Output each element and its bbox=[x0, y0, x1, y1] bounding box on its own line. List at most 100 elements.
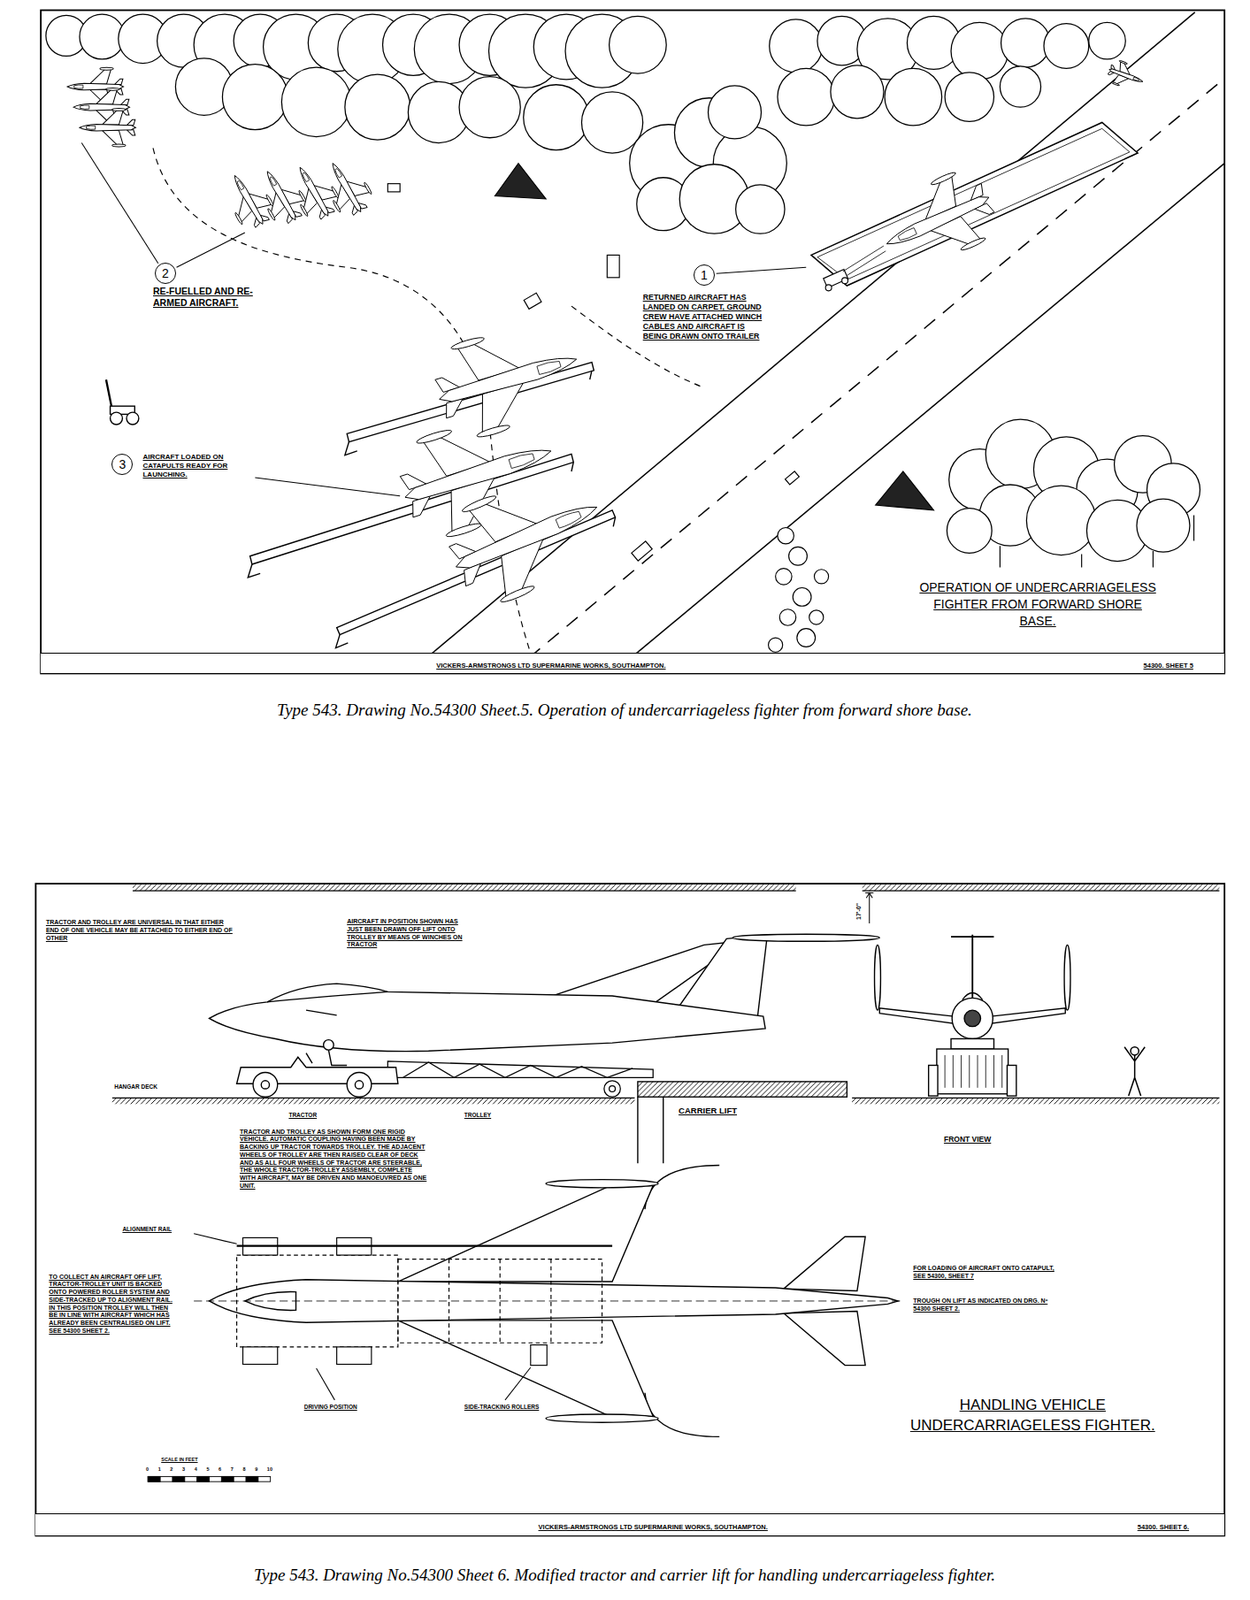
rock-pile bbox=[813, 569, 829, 584]
winch-trailer bbox=[843, 245, 886, 276]
dimension-label-box: 17'-0" bbox=[855, 903, 864, 921]
trolley bbox=[387, 1061, 653, 1078]
part-label: HANGAR DECK bbox=[114, 1083, 178, 1091]
tree-cluster bbox=[609, 15, 668, 74]
aircraft-front-view bbox=[944, 1055, 1003, 1089]
tractor-trolley-plan bbox=[337, 1347, 372, 1366]
aircraft-front-view bbox=[874, 944, 882, 1011]
drawing-note-box: TO COLLECT AN AIRCRAFT OFF LIFT, TRACTOR… bbox=[48, 1273, 174, 1336]
sheet-title-box: HANDLING VEHICLE UNDERCARRIAGELESS FIGHT… bbox=[879, 1395, 1186, 1437]
figure-caption-box: Type 543. Drawing No.54300 Sheet.5. Oper… bbox=[38, 699, 1212, 721]
scale-bar bbox=[221, 1476, 234, 1482]
catapult-rail bbox=[335, 517, 615, 649]
tree-cluster bbox=[281, 67, 351, 137]
aircraft-front-view bbox=[928, 1065, 938, 1097]
tree-cluster bbox=[523, 84, 590, 151]
hangar-ceiling bbox=[132, 884, 1220, 891]
figure-caption: Type 543. Drawing No.54300 Sheet 6. Modi… bbox=[38, 1564, 1212, 1587]
callout-number: 3 bbox=[119, 458, 127, 471]
tree-trunks bbox=[999, 515, 1194, 568]
catapult-rail bbox=[345, 370, 592, 456]
aircraft-plan-view bbox=[193, 1165, 904, 1438]
sheet-number: 54300. SHEET 6. bbox=[1137, 1524, 1189, 1532]
callout-circle: 1 bbox=[693, 264, 715, 286]
catapult-rail bbox=[247, 362, 615, 649]
aircraft bbox=[79, 108, 136, 147]
aircraft-front-view bbox=[936, 1049, 1009, 1095]
aircraft-side-view bbox=[267, 991, 388, 1003]
leader-line bbox=[254, 477, 400, 497]
access-road bbox=[153, 147, 705, 653]
scale-bar bbox=[147, 1476, 161, 1482]
tractor bbox=[354, 1081, 363, 1089]
aircraft-front-view bbox=[962, 993, 983, 1001]
hangar-deck bbox=[112, 1097, 636, 1105]
landing-carpet bbox=[817, 128, 1130, 280]
drawing-note: FOR LOADING OF AIRCRAFT ONTO CATAPULT, S… bbox=[912, 1265, 1066, 1281]
callout-number: 2 bbox=[161, 267, 169, 280]
callout-circle: 2 bbox=[154, 262, 177, 284]
aircraft-side-view bbox=[732, 934, 880, 942]
aircraft-plan-view bbox=[193, 1300, 904, 1302]
part-label-box: TROLLEY bbox=[464, 1111, 521, 1120]
dimension-line bbox=[865, 892, 874, 924]
trolley bbox=[387, 1061, 653, 1097]
rock-pile bbox=[768, 527, 829, 652]
part-label-box: TRACTOR bbox=[288, 1111, 345, 1120]
runway bbox=[407, 12, 1225, 675]
tree-cluster bbox=[950, 22, 1009, 80]
drawing-note: TRACTOR AND TROLLEY ARE UNIVERSAL IN THA… bbox=[46, 919, 235, 943]
runway bbox=[407, 12, 1195, 675]
carrier-lift bbox=[637, 1096, 664, 1164]
deck-crewman bbox=[1124, 1047, 1145, 1097]
tractor-trolley-plan bbox=[398, 1259, 603, 1344]
field-gun bbox=[126, 412, 139, 425]
landing-carpet bbox=[811, 122, 1138, 286]
aircraft bbox=[73, 87, 130, 126]
tractor-trolley-plan bbox=[449, 1259, 552, 1344]
tree-cluster bbox=[79, 14, 125, 60]
tree-trunks bbox=[999, 515, 1194, 568]
title-block-cell: 54300. SHEET 5 bbox=[1143, 655, 1194, 672]
leader-line bbox=[81, 143, 806, 497]
tree-cluster bbox=[345, 74, 411, 140]
part-label: CARRIER LIFT bbox=[678, 1105, 766, 1117]
view-label-box: FRONT VIEW bbox=[943, 1134, 1031, 1145]
sheet-frame bbox=[40, 10, 1225, 675]
leader-line bbox=[193, 1234, 531, 1401]
drawing-note-box: TRACTOR AND TROLLEY ARE UNIVERSAL IN THA… bbox=[46, 919, 235, 943]
part-label-box: CARRIER LIFT bbox=[678, 1105, 766, 1117]
aircraft bbox=[435, 459, 618, 616]
rock-pile bbox=[792, 588, 812, 607]
tree-cluster bbox=[777, 68, 836, 126]
tree-cluster bbox=[830, 65, 884, 119]
carrier-lift bbox=[637, 1081, 847, 1164]
drawing-note: TRACTOR AND TROLLEY AS SHOWN FORM ONE RI… bbox=[239, 1128, 429, 1191]
carrier-lift bbox=[637, 1081, 847, 1097]
aircraft-side-view bbox=[208, 983, 766, 1051]
part-label-box: SIDE-TRACKING ROLLERS bbox=[464, 1403, 559, 1412]
hangar-deck bbox=[851, 1097, 1220, 1105]
aircraft-plan-view bbox=[545, 1414, 659, 1423]
leader-line bbox=[505, 1367, 531, 1401]
scale-bar bbox=[172, 1476, 185, 1482]
part-label: DRIVING POSITION bbox=[304, 1403, 382, 1412]
deck-crewman bbox=[1124, 1047, 1145, 1097]
title-block-cell: VICKERS-ARMSTRONGS LTD SUPERMARINE WORKS… bbox=[538, 1517, 768, 1534]
aircraft bbox=[425, 312, 591, 446]
sheet-title: OPERATION OF UNDERCARRIAGELESS FIGHTER F… bbox=[918, 579, 1158, 630]
aircraft-plan-view bbox=[644, 1165, 720, 1211]
aircraft-front-view bbox=[950, 935, 994, 999]
catapult-rail bbox=[346, 362, 594, 443]
aircraft-plan-view bbox=[783, 1311, 866, 1366]
tree-cluster bbox=[736, 184, 785, 234]
drawing-note: TROUGH ON LIFT AS INDICATED ON DRG. Nº 5… bbox=[912, 1297, 1066, 1314]
hangar-deck bbox=[112, 1097, 1220, 1105]
sheet-frame bbox=[35, 883, 1225, 1536]
scale-bar bbox=[147, 1476, 270, 1482]
winch-trailer bbox=[842, 277, 849, 284]
rock-pile bbox=[775, 568, 792, 585]
rock-pile bbox=[809, 610, 824, 625]
